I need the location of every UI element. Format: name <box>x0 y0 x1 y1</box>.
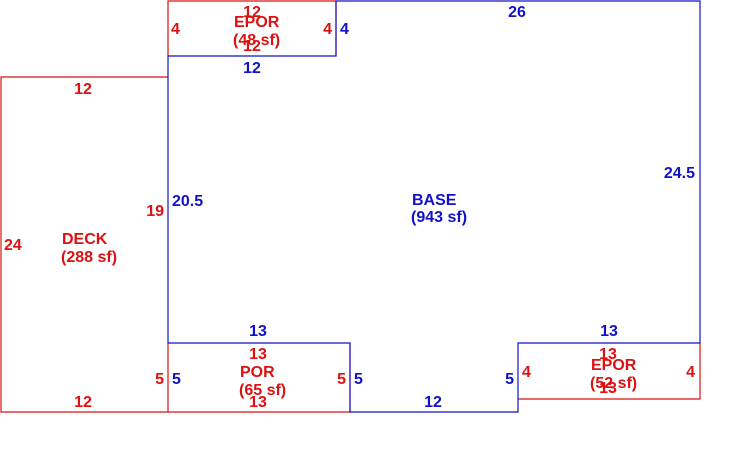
base-epor-right-side-dim: 5 <box>505 371 514 388</box>
base-outline <box>167 0 701 413</box>
epor-right-size-label: (52 sf) <box>590 375 637 392</box>
por-name-label: POR <box>240 364 275 381</box>
epor-top-left-dim: 4 <box>171 21 180 38</box>
por-bottom-dim: 13 <box>249 394 267 411</box>
epor-top-right-dim: 4 <box>323 21 332 38</box>
epor-right-top-dim: 13 <box>599 346 617 363</box>
base-name-label: BASE <box>412 192 457 209</box>
base-left-dim: 20.5 <box>172 193 203 210</box>
deck-right-dim: 19 <box>146 203 164 220</box>
base-top-dim: 26 <box>508 4 526 21</box>
base-bottom-left-dim: 13 <box>249 323 267 340</box>
base-por-left-dim: 5 <box>172 371 181 388</box>
deck-size-label: (288 sf) <box>61 249 117 266</box>
deck-left-dim: 24 <box>4 237 22 254</box>
base-top-left-inner-dim: 12 <box>243 60 261 77</box>
por-left-dim: 5 <box>155 371 164 388</box>
por-top-dim: 13 <box>249 346 267 363</box>
epor-top-top-dim: 12 <box>243 4 261 21</box>
epor-right-outline <box>518 343 701 400</box>
base-right-dim: 24.5 <box>664 165 695 182</box>
por-right-dim: 5 <box>337 371 346 388</box>
epor-top-bottom-dim: 12 <box>243 38 261 55</box>
base-bottom-mid-dim: 12 <box>424 394 442 411</box>
epor-top-name-label: EPOR <box>234 14 280 31</box>
epor-right-bottom-dim: 13 <box>599 380 617 397</box>
base-por-right-dim: 5 <box>354 371 363 388</box>
por-size-label: (65 sf) <box>239 382 286 399</box>
deck-outline <box>0 76 168 413</box>
base-bottom-right-dim: 13 <box>600 323 618 340</box>
deck-name-label: DECK <box>62 231 108 248</box>
deck-top-dim: 12 <box>74 81 92 98</box>
epor-top-size-label: (48 sf) <box>233 32 280 49</box>
epor-right-name-label: EPOR <box>591 357 637 374</box>
epor-right-left-dim: 4 <box>522 364 531 381</box>
base-size-label: (943 sf) <box>411 209 467 226</box>
base-epor-top-side-dim: 4 <box>340 21 349 38</box>
deck-bottom-dim: 12 <box>74 394 92 411</box>
epor-right-right-dim: 4 <box>686 364 695 381</box>
